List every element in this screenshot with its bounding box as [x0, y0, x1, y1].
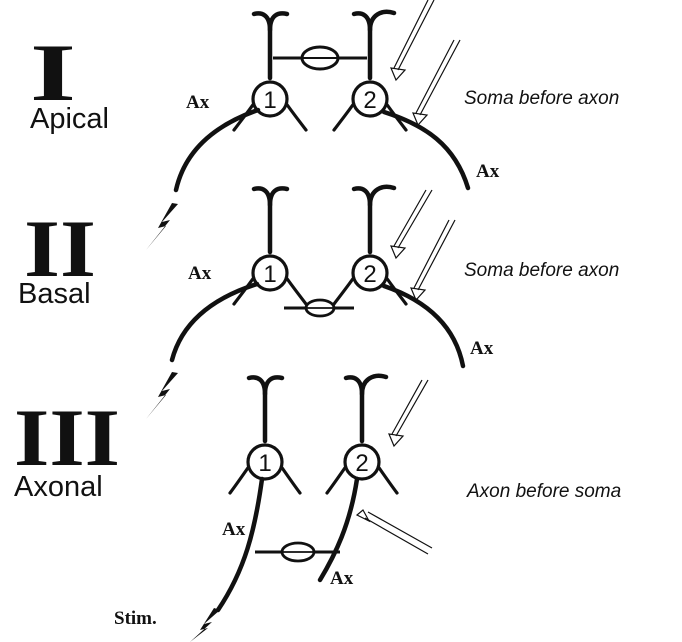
recording-arrows [390, 0, 461, 127]
axon-right [381, 109, 471, 191]
axon-label-left: Ax [222, 519, 246, 540]
lightning-bolt-icon [146, 203, 178, 250]
neuron-2: 2 [332, 9, 408, 132]
axon-right [317, 476, 360, 583]
cell-number-1: 1 [263, 87, 276, 114]
panel-basal: II Basal 1 2 Ax Ax [18, 184, 619, 419]
panel-numeral: III [14, 392, 120, 483]
neuron-1: 1 [232, 186, 308, 306]
neuron-2: 2 [325, 373, 399, 495]
panel-note: Soma before axon [464, 260, 619, 281]
panel-note: Soma before axon [464, 88, 619, 109]
axon-right [381, 283, 466, 369]
panel-label: Basal [18, 278, 91, 310]
gap-junction [273, 45, 367, 71]
panel-label: Axonal [14, 471, 103, 503]
panel-note: Axon before soma [466, 481, 621, 502]
panel-axonal: III Axonal 1 2 Ax Ax [14, 373, 621, 642]
panel-apical: I Apical 1 2 Ax Ax [30, 0, 619, 250]
cell-number-1: 1 [258, 450, 271, 477]
cell-number-2: 2 [363, 87, 376, 114]
gap-junction [284, 298, 354, 318]
panel-label: Apical [30, 103, 109, 135]
cell-number-2: 2 [363, 261, 376, 288]
axon-label-right: Ax [476, 161, 500, 182]
cell-number-2: 2 [355, 450, 368, 477]
neuron-2: 2 [332, 184, 408, 306]
panel-numeral: I [30, 27, 76, 118]
panel-numeral: II [24, 203, 96, 294]
axon-left [169, 281, 260, 363]
lightning-bolt-icon [146, 372, 178, 419]
recording-arrows [390, 189, 456, 302]
axon-label-right: Ax [330, 568, 354, 589]
axon-label-left: Ax [188, 263, 212, 284]
recording-arrows [355, 379, 433, 555]
neuron-1: 1 [232, 11, 308, 132]
gap-junction [255, 541, 340, 563]
cell-number-1: 1 [263, 261, 276, 288]
lightning-bolt-icon [190, 608, 220, 642]
axon-left [173, 107, 261, 193]
axon-label-left: Ax [186, 92, 210, 113]
stim-label: Stim. [114, 608, 157, 629]
axon-left [215, 476, 265, 613]
axon-label-right: Ax [470, 338, 494, 359]
neuron-1: 1 [228, 375, 302, 495]
